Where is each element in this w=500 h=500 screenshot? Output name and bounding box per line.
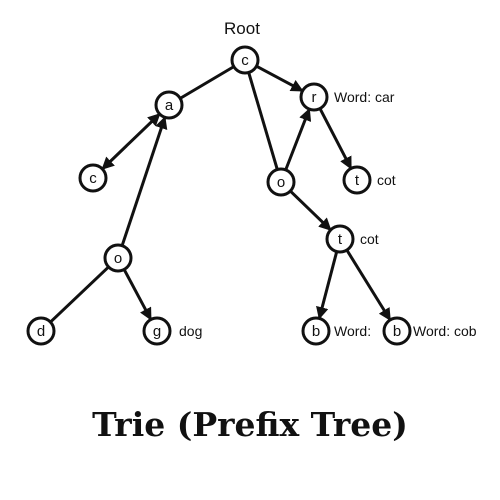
edge-o_left-d xyxy=(49,265,110,324)
node-a: a xyxy=(154,90,184,120)
node-annotation: Word: xyxy=(334,323,371,339)
node-letter: a xyxy=(165,97,174,114)
node-t_mid: t cot xyxy=(325,224,379,254)
edge-c_root-a xyxy=(179,65,235,100)
node-o_left: o xyxy=(103,243,133,273)
node-circle xyxy=(266,167,296,197)
node-letter: b xyxy=(312,323,320,340)
node-g: g dog xyxy=(142,316,202,346)
edge-c_root-o_mid xyxy=(247,72,279,170)
node-annotation: cot xyxy=(360,231,379,247)
edge-o_left-g xyxy=(122,268,153,321)
diagram-title: Trie (Prefix Tree) xyxy=(92,405,408,444)
node-c_root: c xyxy=(230,45,260,75)
node-letter: d xyxy=(37,323,45,340)
edge-o_mid-t_mid xyxy=(289,189,332,232)
node-b2: b Word: cob xyxy=(382,316,477,346)
node-letter: b xyxy=(393,323,401,340)
edge-o_mid-r xyxy=(284,107,312,171)
node-circle xyxy=(78,163,108,193)
edge-t_mid-b1 xyxy=(316,251,339,320)
node-letter: r xyxy=(312,89,317,106)
edges-layer xyxy=(49,64,392,324)
node-circle xyxy=(103,243,133,273)
node-circle xyxy=(299,82,329,112)
node-annotation: cot xyxy=(377,172,396,188)
node-letter: o xyxy=(114,250,122,267)
node-circle xyxy=(301,316,331,346)
root-label: Root xyxy=(224,19,260,38)
node-letter: t xyxy=(338,231,343,248)
edge-a-o_left xyxy=(120,116,168,247)
nodes-layer: c a c o d g dog r Word: car o t cot t cot b Word: b Word:… xyxy=(26,45,477,346)
node-circle xyxy=(230,45,260,75)
node-letter: t xyxy=(355,172,360,189)
edge-a-c_left xyxy=(101,112,161,171)
node-o_mid: o xyxy=(266,167,296,197)
node-circle xyxy=(26,316,56,346)
node-circle xyxy=(154,90,184,120)
node-t_right: t cot xyxy=(342,165,396,195)
node-d: d xyxy=(26,316,56,346)
node-letter: c xyxy=(89,170,97,187)
node-circle xyxy=(142,316,172,346)
node-letter: c xyxy=(241,52,249,69)
node-letter: o xyxy=(277,174,285,191)
edge-t_mid-b2 xyxy=(345,249,392,322)
node-c_left: c xyxy=(78,163,108,193)
node-letter: g xyxy=(153,323,161,340)
node-annotation: Word: cob xyxy=(413,323,477,339)
node-annotation: dog xyxy=(179,323,202,339)
edge-r-t_right xyxy=(318,107,353,170)
node-annotation: Word: car xyxy=(334,89,395,105)
node-r: r Word: car xyxy=(299,82,395,112)
node-circle xyxy=(325,224,355,254)
edge-c_root-r xyxy=(255,64,304,93)
node-circle xyxy=(342,165,372,195)
node-circle xyxy=(382,316,412,346)
node-b1: b Word: xyxy=(301,316,371,346)
